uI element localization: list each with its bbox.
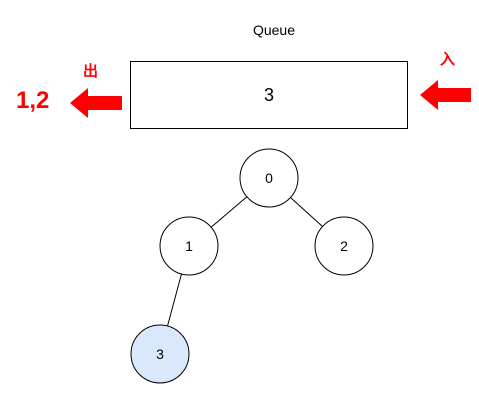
- tree-node-2: [314, 216, 374, 276]
- tree-node-3: [130, 324, 190, 384]
- queue-title: Queue: [252, 22, 296, 38]
- tree-node-0: [239, 148, 299, 208]
- tree-node-label-1: 1: [185, 238, 193, 254]
- tree-node-1: [159, 216, 219, 276]
- dequeue-arrow-icon: [70, 88, 122, 118]
- queue-box: 3: [130, 61, 408, 129]
- tree-node-label-2: 2: [340, 238, 348, 254]
- tree-edge-0-1: [210, 196, 248, 228]
- tree-node-label-0: 0: [265, 170, 273, 186]
- tree-node-label-3: 3: [156, 346, 164, 362]
- queue-contents: 3: [263, 84, 274, 105]
- tree-edge-1-3: [167, 273, 182, 327]
- dequeue-label: 出: [83, 63, 99, 80]
- enqueue-arrow-icon: [420, 80, 471, 110]
- enqueue-label: 入: [440, 51, 456, 68]
- dequeued-items: 1,2: [16, 87, 50, 114]
- tree-edge-0-2: [290, 197, 323, 227]
